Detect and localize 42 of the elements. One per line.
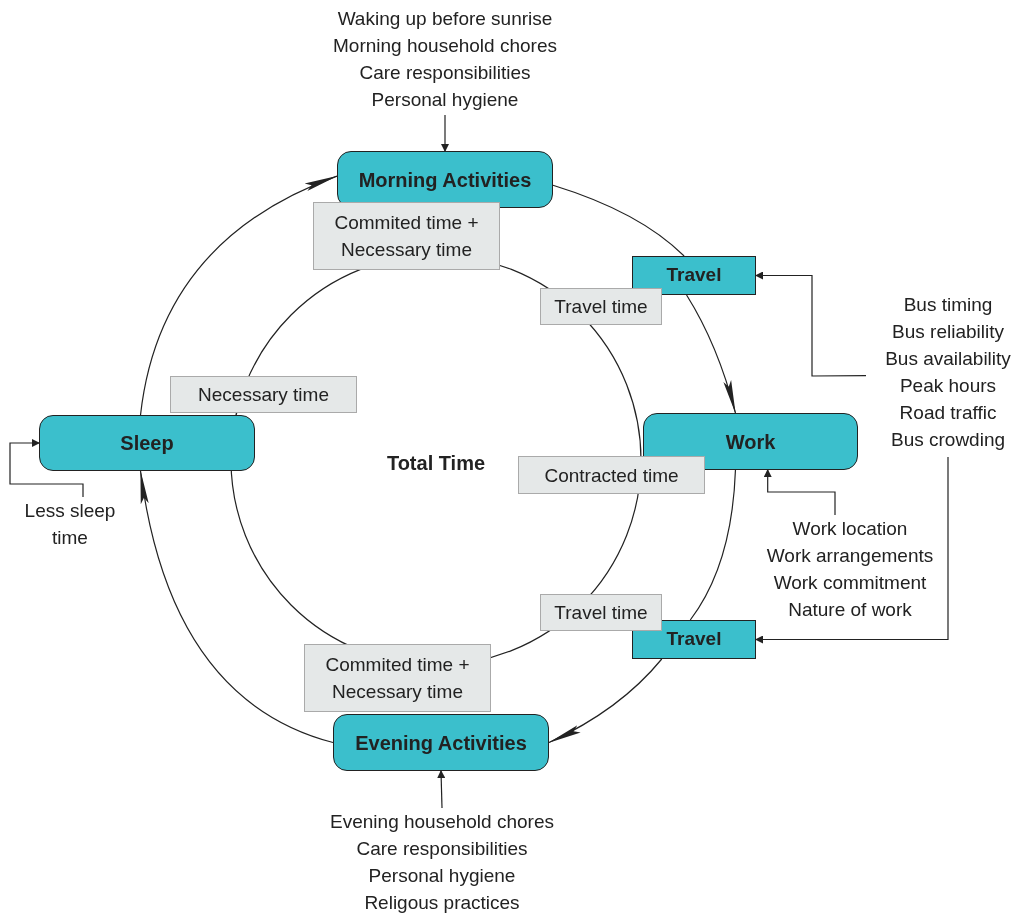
factor-text: Work arrangements — [766, 544, 934, 568]
time-category-box: Travel time — [540, 288, 662, 325]
time-category-box: Necessary time — [170, 376, 357, 413]
travel-box: Travel — [632, 256, 756, 295]
travel-box: Travel — [632, 620, 756, 659]
arrow — [548, 658, 663, 744]
factor-text: Work commitment — [773, 571, 927, 595]
arrow — [755, 456, 949, 644]
factor-text: Peak hours — [899, 374, 997, 398]
factor-text: Personal hygiene — [371, 88, 519, 112]
factor-text: Nature of work — [788, 598, 912, 622]
factor-text: Care responsibilities — [356, 837, 528, 861]
factor-text: Road traffic — [899, 401, 997, 425]
arrow — [685, 294, 737, 414]
arrow — [763, 469, 836, 516]
time-category-box: Contracted time — [518, 456, 705, 494]
arrow — [9, 439, 84, 498]
factor-text: Morning household chores — [333, 34, 557, 58]
time-category-box: Commited time + Necessary time — [304, 644, 491, 712]
arrow — [437, 770, 446, 809]
factor-text: Waking up before sunrise — [337, 7, 553, 31]
factor-text: Bus timing — [903, 293, 993, 317]
activity-box: Sleep — [39, 415, 255, 471]
factor-text: Care responsibilities — [359, 61, 531, 85]
factor-text: Personal hygiene — [368, 864, 516, 888]
arrow — [139, 175, 338, 416]
factor-text: Work location — [792, 517, 908, 541]
factor-text: Bus availability — [885, 347, 1011, 371]
activity-box: Morning Activities — [337, 151, 553, 208]
factor-text: Evening household chores — [330, 810, 554, 834]
arrow — [755, 271, 867, 377]
arrow — [441, 114, 449, 152]
time-category-box: Commited time + Necessary time — [313, 202, 500, 270]
factor-text: Bus crowding — [890, 428, 1006, 452]
time-category-box: Travel time — [540, 594, 662, 631]
factor-text: Bus reliability — [892, 320, 1004, 344]
factor-text: Religous practices — [364, 891, 520, 915]
center-label: Total Time — [385, 451, 487, 476]
activity-box: Work — [643, 413, 858, 470]
activity-box: Evening Activities — [333, 714, 549, 771]
arrow — [139, 470, 334, 744]
factor-text: Less sleep time — [23, 499, 117, 550]
